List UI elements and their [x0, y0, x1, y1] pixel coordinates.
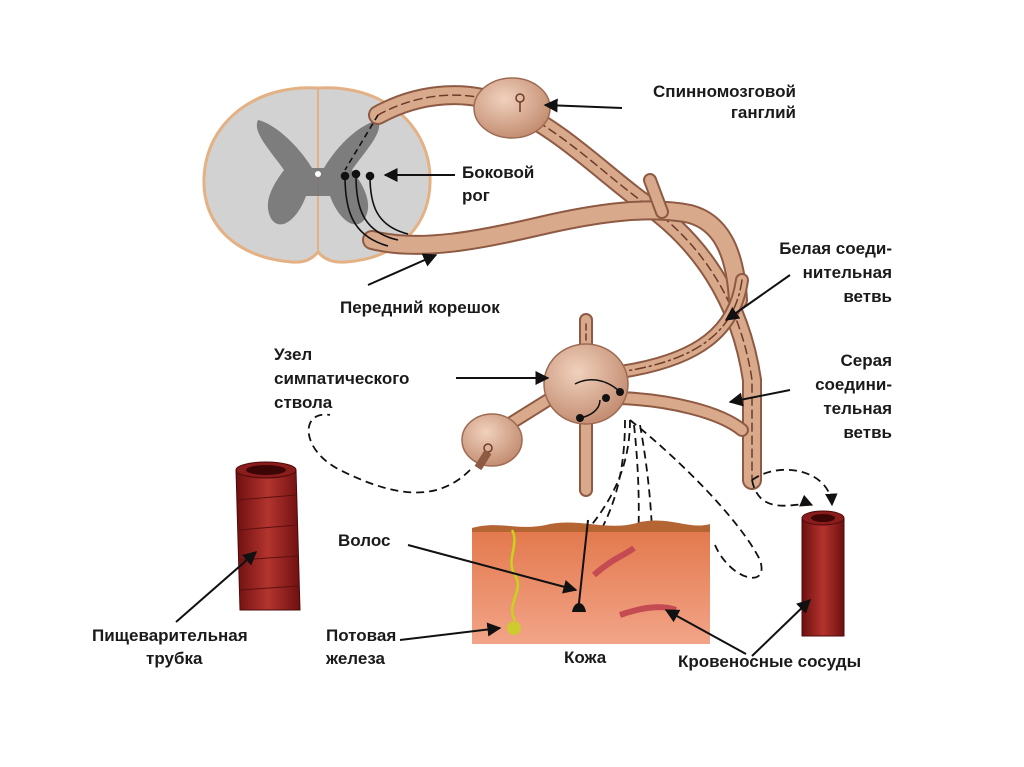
label-white-ramus-2: нительная: [803, 263, 892, 282]
label-blood-vessels: Кровеносные сосуды: [678, 652, 861, 671]
nerve-trunks: [362, 85, 762, 497]
spinal-cord-section: [202, 86, 432, 264]
label-hair: Волос: [338, 531, 390, 550]
label-gray-ramus-1: Серая: [841, 351, 893, 370]
skin-block: [472, 519, 710, 644]
label-digestive-tube-2: трубка: [146, 649, 203, 668]
label-gray-ramus-4: ветвь: [843, 423, 892, 442]
label-digestive-tube-1: Пищеварительная: [92, 626, 248, 645]
label-white-ramus-1: Белая соеди-: [779, 239, 892, 258]
lateral-horn-neurons: [340, 114, 409, 247]
label-gray-ramus-2: соедини-: [815, 375, 892, 394]
label-spinal-ganglion-1: Спинномозговой: [653, 82, 796, 101]
label-sympathetic-node-1: Узел: [274, 345, 312, 364]
dorsal-root: [368, 85, 762, 490]
digestive-tube: [235, 461, 301, 611]
hair-follicle: [577, 519, 589, 613]
central-canal: [315, 171, 321, 177]
label-white-ramus-3: ветвь: [843, 287, 892, 306]
blood-vessel: [801, 510, 845, 637]
label-sympathetic-node-3: ствола: [274, 393, 333, 412]
leader-arrows: [175, 98, 812, 657]
label-skin: Кожа: [564, 648, 607, 667]
label-spinal-ganglion-2: ганглий: [731, 103, 796, 122]
label-lateral-horn-2: рог: [462, 186, 490, 205]
labels: Спинномозговой ганглий Боковой рог Перед…: [92, 82, 892, 671]
label-anterior-root: Передний корешок: [340, 298, 500, 317]
sympathetic-node: [543, 343, 629, 425]
label-sweat-gland-2: железа: [325, 649, 386, 668]
spinal-ganglion: [473, 77, 551, 139]
label-sweat-gland-1: Потовая: [326, 626, 396, 645]
sweat-gland-duct: [510, 529, 520, 621]
lower-ganglion: [461, 413, 523, 471]
label-sympathetic-node-2: симпатического: [274, 369, 409, 388]
label-gray-ramus-3: тельная: [823, 399, 892, 418]
label-lateral-horn-1: Боковой: [462, 163, 534, 182]
